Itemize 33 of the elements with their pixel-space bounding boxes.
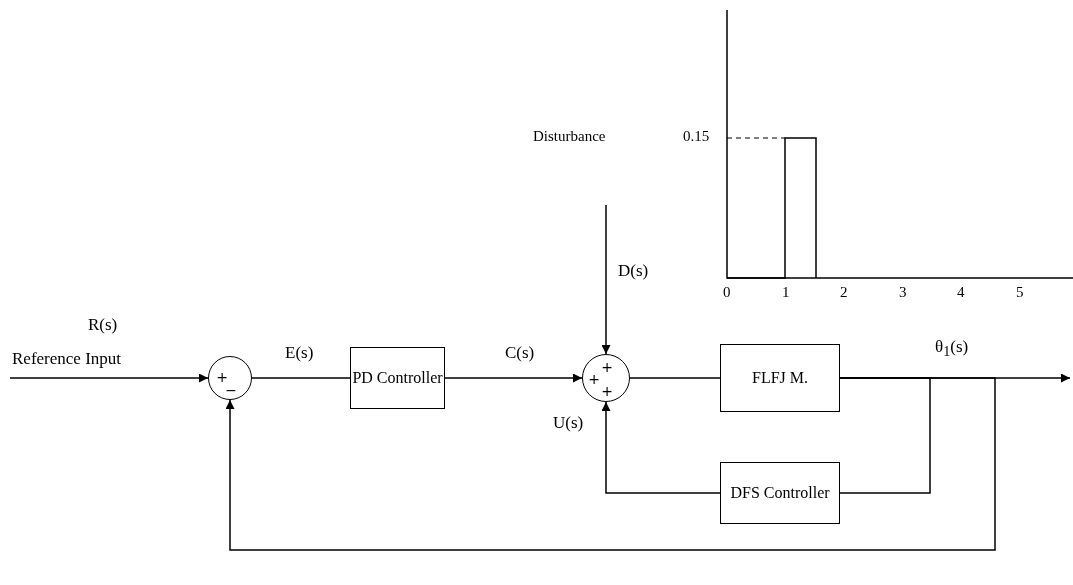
block-label: DFS Controller xyxy=(730,483,830,503)
tick-label: 3 xyxy=(899,284,907,301)
signal-label: E(s) xyxy=(285,344,314,363)
axis-title: Disturbance xyxy=(533,128,606,145)
signal-label: θ$_{1}$(s) xyxy=(935,338,969,360)
signal-label: Reference Input xyxy=(12,350,122,369)
signal-arrow xyxy=(601,204,611,355)
sign-symbol: + xyxy=(601,384,613,398)
block-box xyxy=(350,347,445,409)
tick-label: 0.15 xyxy=(683,128,710,145)
signal-arrow xyxy=(225,377,996,551)
summing-junction xyxy=(582,354,630,402)
signal-label: D(s) xyxy=(618,262,649,281)
sign-symbol: − xyxy=(225,383,237,397)
sign-symbol: + xyxy=(601,360,613,374)
sign-symbol: + xyxy=(216,370,228,384)
block-label: FLFJ M. xyxy=(752,368,808,388)
block-box xyxy=(720,462,840,524)
tick-label: 4 xyxy=(957,284,965,301)
signal-label: U(s) xyxy=(553,414,584,433)
tick-label: 1 xyxy=(782,284,790,301)
block-box xyxy=(720,344,840,412)
signal-arrow xyxy=(601,401,721,494)
summing-junction xyxy=(208,356,252,400)
tick-label: 2 xyxy=(840,284,848,301)
signal-label: C(s) xyxy=(505,344,535,363)
tick-label: 5 xyxy=(1016,284,1024,301)
signal-label: R(s) xyxy=(88,316,118,335)
tick-label: 0 xyxy=(723,284,731,301)
signal-arrow xyxy=(444,373,583,383)
sign-symbol: + xyxy=(588,372,600,386)
block-label: PD Controller xyxy=(352,368,443,388)
signal-arrow xyxy=(9,373,209,383)
